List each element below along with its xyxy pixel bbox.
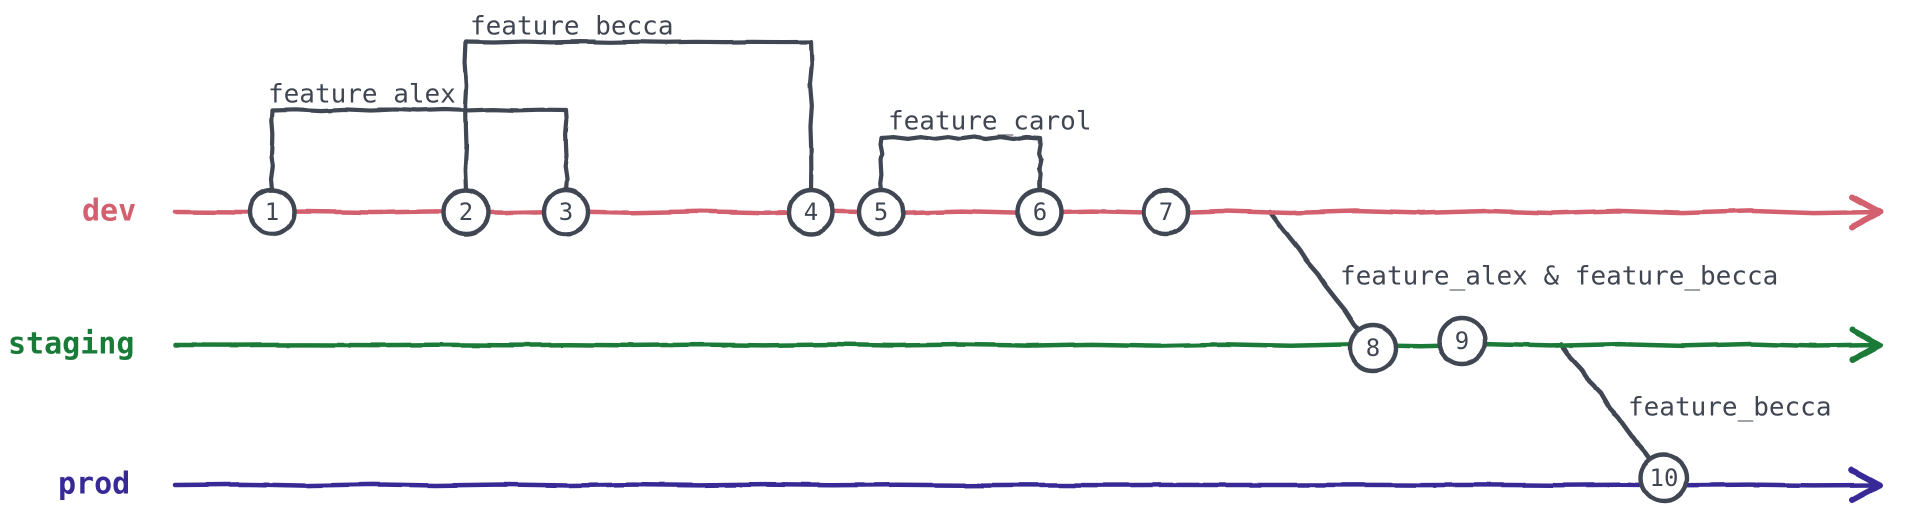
commit-node-6[interactable]: 6 bbox=[1015, 187, 1065, 237]
commit-node-10[interactable]: 10 bbox=[1638, 452, 1690, 504]
commit-number: 7 bbox=[1159, 198, 1173, 226]
feature-bracket-feature_becca bbox=[462, 39, 815, 193]
feature-bracket-feature_alex bbox=[268, 107, 570, 193]
commit-circle bbox=[1436, 315, 1488, 367]
commit-circle bbox=[1141, 187, 1191, 237]
commit-circle bbox=[441, 187, 491, 237]
commit-node-1[interactable]: 1 bbox=[247, 187, 297, 237]
branch-arrow-dev bbox=[1849, 194, 1883, 230]
commit-node-2[interactable]: 2 bbox=[441, 187, 491, 237]
branch-line-staging bbox=[172, 327, 1883, 363]
merge-lines-layer bbox=[1267, 209, 1657, 468]
commit-number: 8 bbox=[1366, 334, 1380, 362]
commit-number: 1 bbox=[265, 198, 279, 226]
commit-circle bbox=[856, 187, 906, 237]
commit-number: 5 bbox=[874, 198, 888, 226]
commit-number: 10 bbox=[1650, 464, 1679, 492]
branch-arrow-prod bbox=[1849, 467, 1883, 503]
commit-number: 9 bbox=[1455, 327, 1469, 355]
commit-number: 6 bbox=[1033, 198, 1047, 226]
branch-label-staging: staging bbox=[8, 327, 134, 362]
commit-circle bbox=[1347, 322, 1399, 374]
merge-staging-to-prod bbox=[1559, 342, 1657, 468]
feature-brackets-layer bbox=[268, 39, 1044, 193]
text-labels-layer: devstagingprodfeature_alexfeature_beccaf… bbox=[8, 12, 1832, 502]
branch-arrow-staging bbox=[1849, 327, 1883, 363]
commit-number: 4 bbox=[804, 198, 818, 226]
feature-label-feature_becca: feature_becca bbox=[470, 12, 674, 42]
commit-node-4[interactable]: 4 bbox=[786, 187, 836, 237]
merge-label-merge-staging-to-prod: feature_becca bbox=[1628, 393, 1832, 423]
merge-label-merge-dev-to-staging: feature_alex & feature_becca bbox=[1340, 262, 1778, 292]
feature-label-feature_carol: feature_carol bbox=[888, 107, 1092, 137]
commit-circle bbox=[247, 187, 297, 237]
branch-line-prod bbox=[172, 467, 1883, 503]
commit-nodes-layer: 1 2 3 4 5 6 7 8 9 10 bbox=[247, 187, 1690, 504]
commit-circle bbox=[1638, 452, 1690, 504]
commit-number: 3 bbox=[559, 198, 573, 226]
commit-circle bbox=[1015, 187, 1065, 237]
commit-number: 2 bbox=[459, 198, 473, 226]
commit-node-3[interactable]: 3 bbox=[541, 187, 591, 237]
commit-node-7[interactable]: 7 bbox=[1141, 187, 1191, 237]
commit-node-5[interactable]: 5 bbox=[856, 187, 906, 237]
feature-bracket-feature_carol bbox=[877, 134, 1044, 193]
commit-node-8[interactable]: 8 bbox=[1347, 322, 1399, 374]
branch-label-prod: prod bbox=[58, 467, 130, 502]
branch-lines-layer bbox=[172, 194, 1883, 503]
commit-node-9[interactable]: 9 bbox=[1436, 315, 1488, 367]
branch-label-dev: dev bbox=[82, 194, 136, 229]
commit-circle bbox=[786, 187, 836, 237]
feature-label-feature_alex: feature_alex bbox=[268, 80, 456, 110]
merge-dev-to-staging bbox=[1267, 209, 1367, 339]
commit-circle bbox=[541, 187, 591, 237]
